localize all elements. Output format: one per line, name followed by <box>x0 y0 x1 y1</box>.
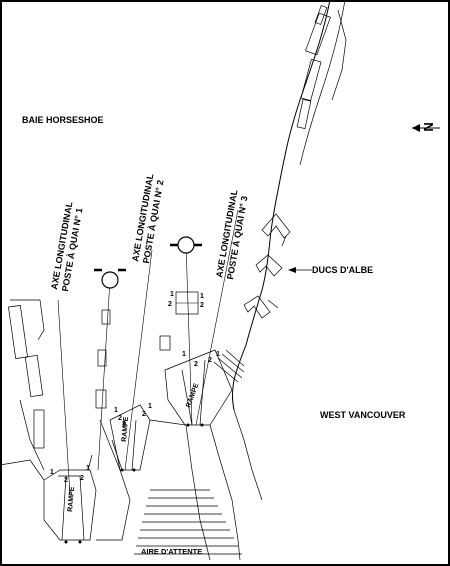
dolphins-label: DUCS D'ALBE <box>312 265 373 275</box>
marker: 2 <box>80 475 84 482</box>
city-label: WEST VANCOUVER <box>320 410 406 420</box>
waiting-area-label: AIRE D'ATTENTE <box>141 547 202 556</box>
north-arrow: N <box>412 122 440 132</box>
marker: 1 <box>86 465 90 472</box>
marker: 2 <box>168 301 172 308</box>
marker: 3 <box>122 421 126 428</box>
ramp-dots <box>64 423 204 544</box>
marker: 1 <box>50 469 54 476</box>
marker: 2 <box>208 357 212 364</box>
berth-label-3: AXE LONGITUDINAL POSTE À QUAI N° 3 <box>214 188 249 280</box>
terminal-structures <box>0 349 263 561</box>
berth-markers: 1 2 1 2 1 2 3 1 2 1 2 1 2 1 2 2 1 <box>50 291 220 484</box>
dolphins-pointer <box>288 267 312 273</box>
marker: 2 <box>64 477 68 484</box>
marker: 2 <box>142 411 146 418</box>
north-piers <box>296 5 347 129</box>
marker: 2 <box>194 361 198 368</box>
marker: 1 <box>216 351 220 358</box>
marker: 1 <box>114 407 118 414</box>
berth-axis-2 <box>94 249 153 471</box>
berth-label-1: AXE LONGITUDINAL POSTE À QUAI N° 1 <box>49 200 84 292</box>
marker: 1 <box>200 293 204 300</box>
ramp-label-3: RAMPE <box>185 382 200 408</box>
marker: 1 <box>148 403 152 410</box>
marker: 2 <box>118 415 122 422</box>
berth-label-2: AXE LONGITUDINAL POSTE À QUAI N° 2 <box>130 172 165 264</box>
marker: 2 <box>200 302 204 309</box>
ramp-label-1: RAMPE <box>67 486 76 512</box>
coastline <box>232 0 331 411</box>
marker: 1 <box>170 291 174 298</box>
north-label: N <box>421 122 436 131</box>
berth-axis-3 <box>159 209 239 426</box>
marker: 1 <box>182 351 186 358</box>
bay-label: BAIE HORSESHOE <box>22 115 104 125</box>
coastline-east <box>299 0 346 166</box>
dolphins <box>243 213 291 319</box>
ramp-label-2: RAMPE <box>121 416 130 442</box>
west-piers <box>8 299 45 449</box>
berth-axis-1 <box>57 299 71 496</box>
